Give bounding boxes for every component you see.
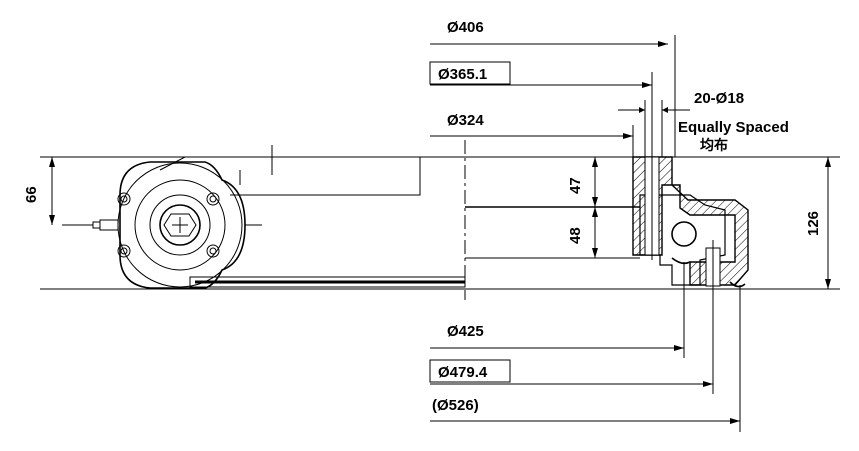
bolt-hole-bottom-right [206,244,220,258]
dim-479-4: Ø479.4 [438,364,488,381]
dim-66: 66 [23,186,40,203]
dim-406: Ø406 [447,19,484,36]
bolt-hole-top-right [206,192,220,206]
dim-479-box [429,359,511,383]
dim-425: Ø425 [447,323,484,340]
dim-324: Ø324 [447,112,484,129]
dim-holes: 20-Ø18 [694,90,744,107]
worm-gear-housing [62,161,262,289]
bolt-hole-top-left [117,192,131,206]
dimension-lines [49,35,831,432]
dim-365-box [429,61,511,85]
dim-equally-spaced: Equally Spaced [678,119,789,136]
bolt-hole-bottom-left [117,244,131,258]
ring-cross-section [632,150,749,292]
dim-equally-spaced-cn: 均布 [700,137,728,154]
dim-526: (Ø526) [432,397,479,414]
dim-47: 47 [567,177,584,194]
dim-126: 126 [805,211,822,236]
dim-365-1: Ø365.1 [438,66,487,83]
dim-48: 48 [567,227,584,244]
